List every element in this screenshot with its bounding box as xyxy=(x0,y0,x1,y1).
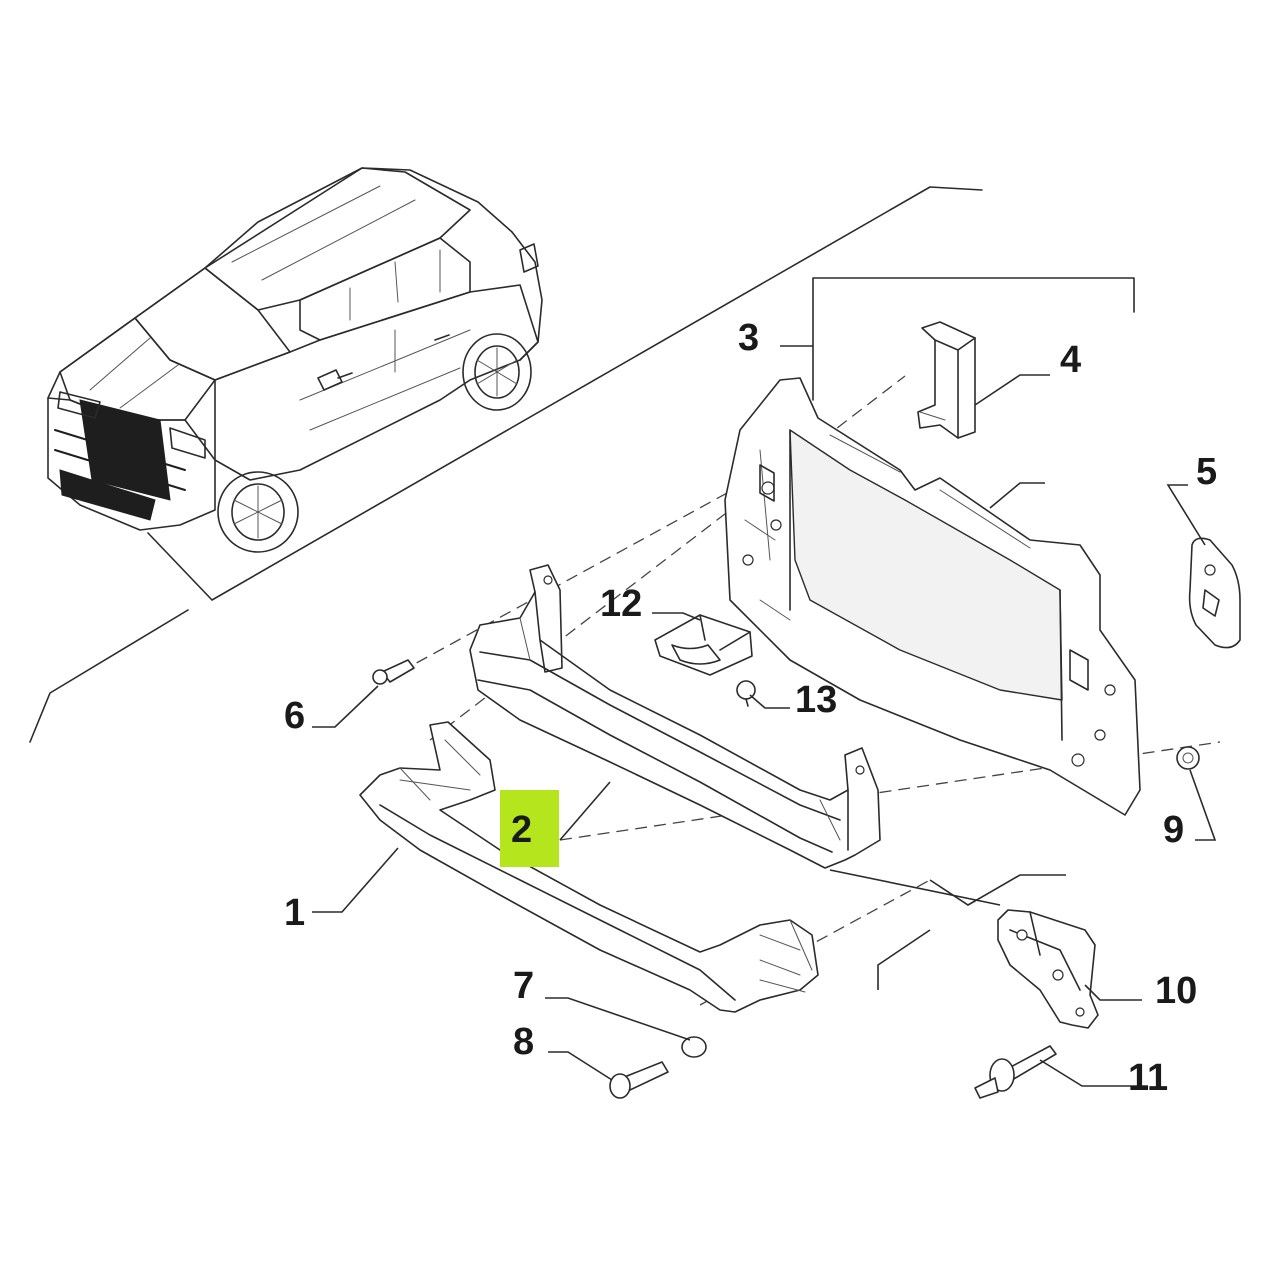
callout-8: 8 xyxy=(513,1021,534,1063)
callout-13: 13 xyxy=(795,679,837,721)
callout-3: 3 xyxy=(738,317,759,359)
nut-part-9 xyxy=(1176,746,1200,770)
crossmember-part-1 xyxy=(359,721,819,1013)
callout-2-highlight xyxy=(500,790,559,867)
callout-labels: 1 2 3 4 5 6 7 8 9 10 11 12 13 xyxy=(284,317,1217,1099)
bolt-part-8 xyxy=(609,1061,669,1099)
plate-part-5 xyxy=(1188,537,1241,649)
bracket-part-12 xyxy=(654,614,753,676)
push-pin-part-11 xyxy=(974,1045,1057,1099)
callout-2: 2 xyxy=(511,809,532,851)
callout-9: 9 xyxy=(1163,809,1184,851)
callout-6: 6 xyxy=(284,695,305,737)
callout-4: 4 xyxy=(1060,339,1081,381)
callout-10: 10 xyxy=(1155,970,1197,1012)
bolt-part-6 xyxy=(372,659,415,685)
section-separator xyxy=(29,186,983,743)
group-bracket-3 xyxy=(780,277,1135,401)
radiator-support-frame xyxy=(724,377,1141,816)
callout-11: 11 xyxy=(1128,1057,1168,1099)
bracket-part-4 xyxy=(917,321,976,439)
callout-7: 7 xyxy=(513,965,534,1007)
vehicle-overview xyxy=(47,167,543,553)
bracket-part-10 xyxy=(997,909,1099,1029)
callout-12: 12 xyxy=(600,583,642,625)
washer-part-7 xyxy=(681,1036,707,1058)
leader-lines xyxy=(312,374,1217,1087)
bumper-beam-part-2 xyxy=(469,564,881,869)
callout-1: 1 xyxy=(284,892,305,934)
clip-part-13 xyxy=(736,680,756,707)
callout-5: 5 xyxy=(1196,451,1217,493)
